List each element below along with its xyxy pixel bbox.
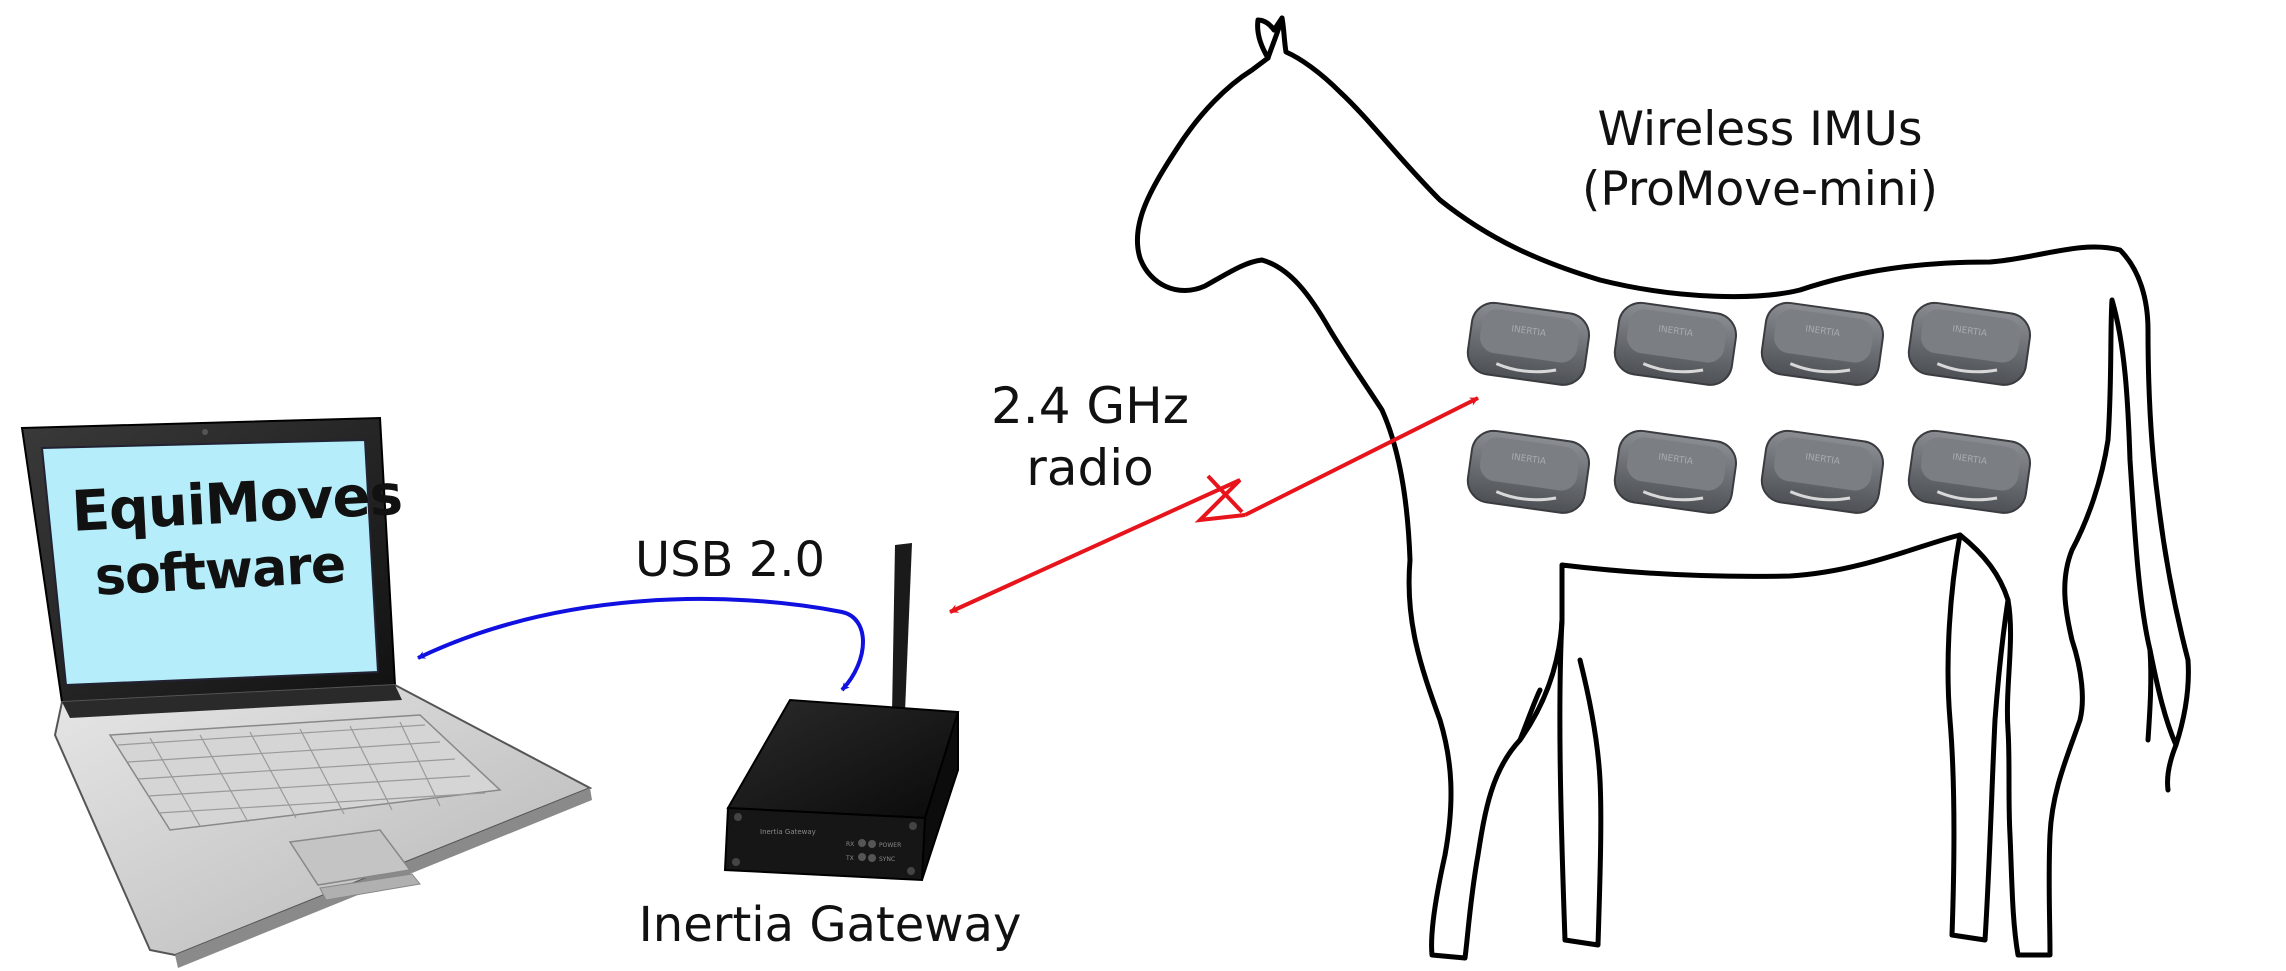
radio-label: 2.4 GHz radio [940, 375, 1240, 499]
gateway-icon: Inertia Gateway RX TX POWER SYNC [723, 543, 960, 882]
gateway-brand: Inertia Gateway [760, 828, 816, 836]
imu-sensor-icon: INERTIA [1907, 429, 2032, 514]
imu-sensor-icon: INERTIA [1466, 301, 1591, 386]
sensor-brand: INERTIA [1805, 452, 1842, 467]
touchpad [288, 829, 412, 886]
imu-sensor-icon: INERTIA [1907, 301, 2032, 386]
usb-link-arrow [417, 596, 865, 692]
imu-sensor-icon: INERTIA [1466, 429, 1591, 514]
gateway-label: Inertia Gateway [638, 897, 1022, 953]
led-power-icon [868, 840, 876, 848]
imu-sensor-icon: INERTIA [1613, 429, 1738, 514]
imus-label-line2: (ProMove-mini) [1582, 162, 1938, 217]
radio-label-line2: radio [1026, 439, 1154, 497]
led-rx-icon [858, 839, 866, 847]
imu-sensor-grid: INERTIA INERTIA INERTIA INERTIA INERTIA INERT… [1466, 301, 2032, 514]
imus-label: Wireless IMUs (ProMove-mini) [1540, 100, 1980, 220]
software-label: EquiMoves software [70, 463, 403, 612]
antenna-icon [892, 543, 912, 714]
laptop-screen [40, 438, 380, 687]
led-sync-icon [868, 854, 876, 862]
sensor-brand: INERTIA [1511, 324, 1548, 339]
radio-link-arrow-upper [1244, 396, 1479, 517]
laptop-icon [20, 416, 593, 968]
sensor-brand: INERTIA [1952, 324, 1989, 339]
led-tx-icon [858, 853, 866, 861]
gateway-led-power: POWER [879, 842, 901, 849]
horse-outline [1134, 15, 2191, 961]
imu-sensor-icon: INERTIA [1760, 429, 1885, 514]
imu-sensor-icon: INERTIA [1613, 301, 1738, 386]
usb-label: USB 2.0 [634, 532, 826, 588]
radio-label-line1: 2.4 GHz [991, 377, 1189, 435]
gateway-led-sync: SYNC [879, 856, 895, 863]
sensor-brand: INERTIA [1805, 324, 1842, 339]
radio-link-arrow [949, 478, 1246, 614]
keyboard-keys [117, 721, 486, 827]
gateway-led-tx: TX [845, 855, 854, 862]
gateway-led-rx: RX [846, 841, 854, 848]
imus-label-line1: Wireless IMUs [1597, 102, 1923, 157]
sensor-brand: INERTIA [1658, 324, 1695, 339]
imu-sensor-icon: INERTIA [1760, 301, 1885, 386]
sensor-brand: INERTIA [1952, 452, 1989, 467]
sensor-brand: INERTIA [1658, 452, 1695, 467]
sensor-brand: INERTIA [1511, 452, 1548, 467]
